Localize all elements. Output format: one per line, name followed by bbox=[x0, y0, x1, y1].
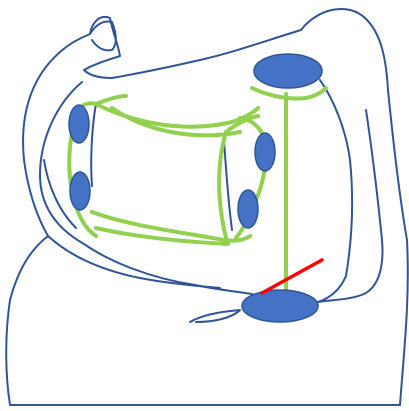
node-bottom-cylinder bbox=[242, 290, 318, 322]
node-top-cylinder bbox=[254, 54, 322, 88]
node-left-upper bbox=[69, 105, 89, 143]
node-middle-upper bbox=[255, 133, 275, 171]
node-left-lower bbox=[70, 172, 90, 210]
node-middle-lower bbox=[238, 190, 258, 228]
